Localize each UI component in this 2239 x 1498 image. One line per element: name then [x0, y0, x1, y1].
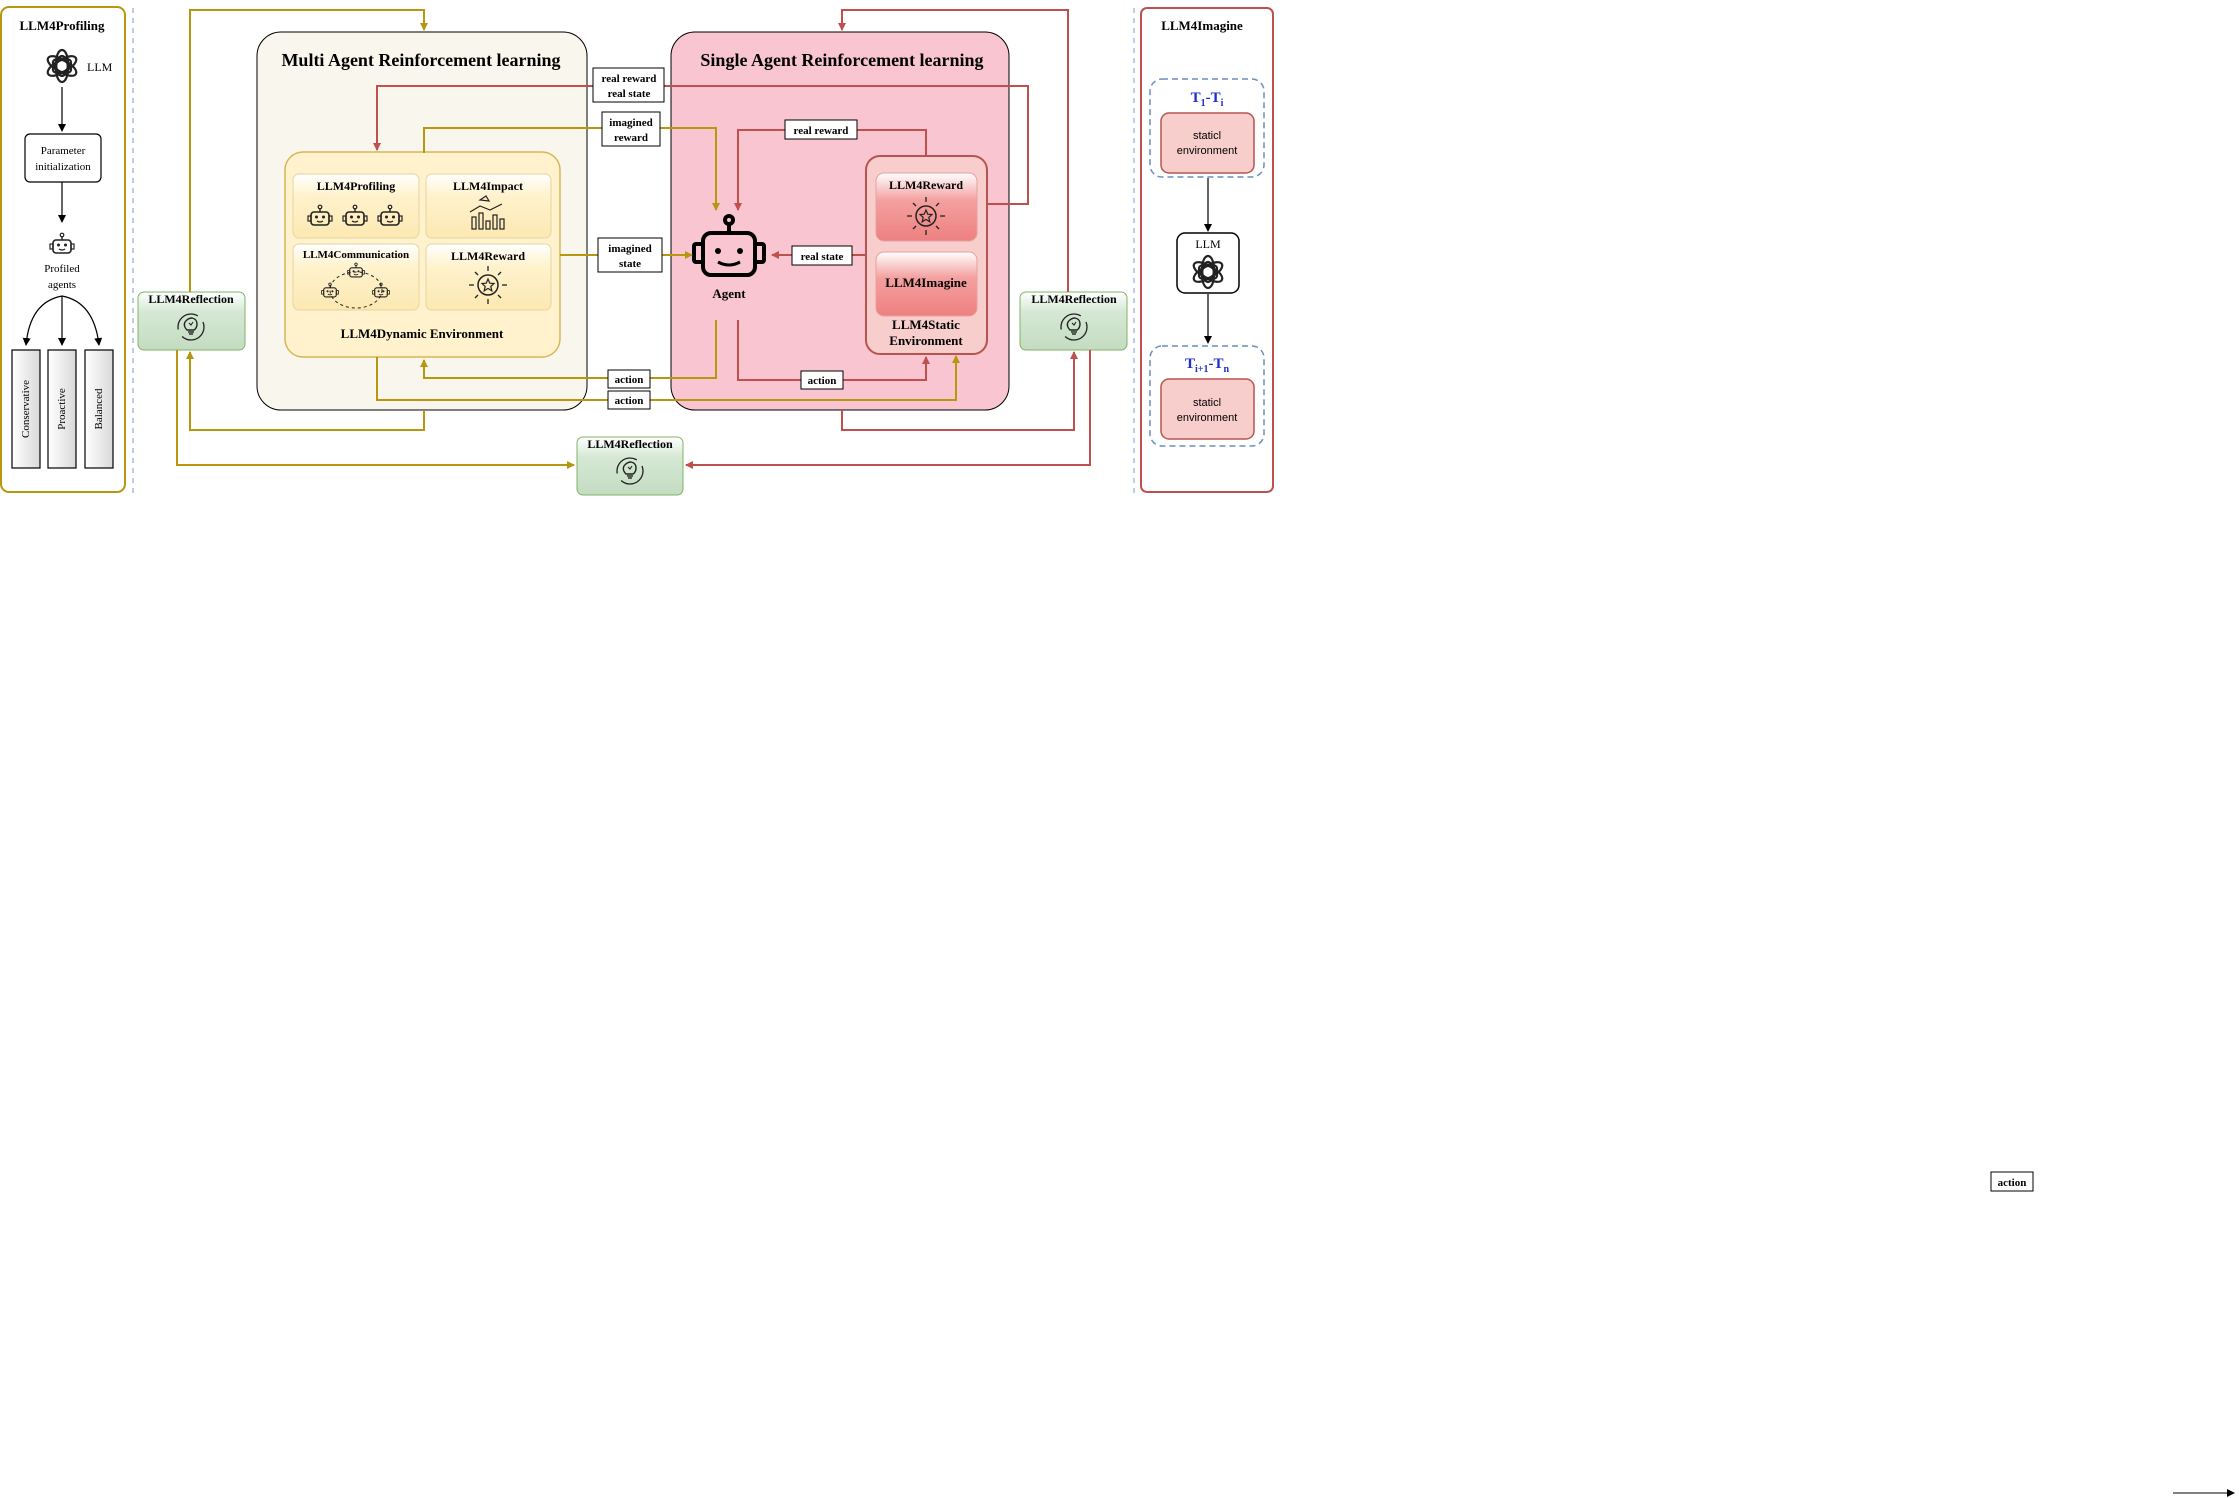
t-top-base2: T [1211, 90, 1221, 106]
label-imagined-reward-line2: reward [614, 132, 648, 144]
parameter-initialization-box [24, 133, 102, 183]
stray-action-text: action [1998, 1177, 2027, 1189]
card-llm4profiling: LLM4Profiling [292, 173, 420, 239]
profiling-llm-label: LLM [87, 60, 113, 74]
t-top-sub1: 1 [1201, 98, 1206, 109]
t-bottom-base: T [1185, 356, 1195, 372]
t-bottom-sub1: i+1 [1195, 364, 1208, 375]
profiled-line1: Profiled [44, 263, 80, 275]
label-action-2: action [607, 390, 651, 410]
bar-label-balanced: Balanced [93, 388, 105, 429]
agent-label: Agent [712, 286, 746, 301]
label-real-reward: real reward [602, 73, 657, 85]
profile-bar-conservative: Conservative [11, 349, 41, 469]
profile-bar-proactive: Proactive [47, 349, 77, 469]
label-imagined-state-line2: state [619, 258, 641, 270]
label-real-reward-inner-text: real reward [794, 125, 849, 137]
card-impact-label: LLM4Impact [453, 179, 523, 193]
imagine-panel: LLM4Imagine T1-Ti staticl environment LL… [1140, 7, 1274, 493]
card-llm4impact: LLM4Impact [425, 173, 552, 239]
imagine-llm-label: LLM [1195, 237, 1221, 251]
card-llm4communication: LLM4Communication [292, 243, 420, 311]
param-line1: Parameter [41, 145, 86, 157]
static-env-line2: Environment [889, 333, 963, 348]
profiled-line2: agents [48, 279, 76, 291]
label-action-1: action [607, 369, 651, 389]
label-action-3-text: action [808, 375, 837, 387]
svg-text:Ti+1-Tn: Ti+1-Tn [1185, 356, 1230, 375]
label-imagined-state-line1: imagined [608, 243, 651, 255]
static-env-bottom-line2: environment [1177, 412, 1238, 424]
impact-chart-icon [469, 195, 505, 230]
reflection-right-label: LLM4Reflection [1031, 292, 1117, 306]
agent-robot-icon [692, 214, 766, 277]
reflection-left-label: LLM4Reflection [148, 292, 234, 306]
static-env-top [1160, 112, 1255, 174]
label-imagined-reward-line1: imagined [609, 117, 652, 129]
sarl-panel: Single Agent Reinforcement learning Agen… [670, 31, 1010, 411]
label-action-3: action [800, 370, 844, 390]
reflection-box-bottom: LLM4Reflection [576, 436, 684, 496]
t-top-base: T [1191, 90, 1201, 106]
profiling-panel: LLM4Profiling LLM Parameter initializati… [0, 6, 126, 493]
static-env-line1: LLM4Static [892, 317, 960, 332]
bar-label-conservative: Conservative [20, 380, 32, 438]
sarl-reward-label: LLM4Reward [889, 178, 963, 192]
t-bottom-sub2: n [1223, 364, 1229, 375]
card-profiling-label: LLM4Profiling [317, 179, 395, 193]
t-bottom-sep: - [1208, 356, 1213, 372]
gold-connectors [176, 9, 960, 469]
profiling-title: LLM4Profiling [20, 18, 105, 33]
t-top-sep: - [1206, 90, 1211, 106]
reflection-box-right: LLM4Reflection [1019, 291, 1128, 351]
card-llm4imagine-sarl: LLM4Imagine [875, 251, 978, 317]
static-env-bottom [1160, 378, 1255, 440]
t-bottom-base2: T [1213, 356, 1223, 372]
static-env-top-line2: environment [1177, 145, 1238, 157]
bar-label-proactive: Proactive [56, 388, 68, 430]
label-imagined-reward: imagined reward [601, 111, 661, 147]
label-real-reward-inner: real reward [784, 119, 858, 140]
label-action-2-text: action [615, 395, 644, 407]
label-imagined-state: imagined state [597, 237, 663, 273]
stray-action-label: action [1990, 1171, 2034, 1192]
svg-text:T1-Ti: T1-Ti [1191, 90, 1224, 109]
static-env-bottom-line1: staticl [1193, 397, 1221, 409]
time-group-top [1149, 78, 1265, 178]
reflection-bottom-label: LLM4Reflection [587, 437, 673, 451]
communication-loop [329, 271, 383, 309]
card-llm4reward-marl: LLM4Reward [425, 243, 552, 311]
profile-bar-balanced: Balanced [84, 349, 114, 469]
t-top-sub2: i [1221, 98, 1224, 109]
card-llm4reward-sarl: LLM4Reward [875, 172, 978, 242]
reflection-box-left: LLM4Reflection [137, 291, 246, 351]
label-real-state-inner: real state [791, 245, 853, 266]
dynamic-environment-label: LLM4Dynamic Environment [341, 326, 504, 341]
marl-title: Multi Agent Reinforcement learning [281, 50, 560, 70]
sarl-title: Single Agent Reinforcement learning [700, 50, 983, 70]
label-real-state: real state [608, 88, 651, 100]
param-line2: initialization [35, 161, 91, 173]
label-real-reward-state: real reward real state [592, 67, 665, 103]
marl-panel: Multi Agent Reinforcement learning LLM4P… [256, 31, 588, 411]
label-real-state-inner-text: real state [801, 251, 844, 263]
imagine-title: LLM4Imagine [1161, 18, 1243, 33]
time-group-bottom [1149, 345, 1265, 447]
card-communication-label: LLM4Communication [303, 249, 409, 261]
static-env-top-line1: staticl [1193, 130, 1221, 142]
sarl-imagine-label: LLM4Imagine [885, 275, 967, 290]
label-action-1-text: action [615, 374, 644, 386]
card-reward-label: LLM4Reward [451, 249, 525, 263]
